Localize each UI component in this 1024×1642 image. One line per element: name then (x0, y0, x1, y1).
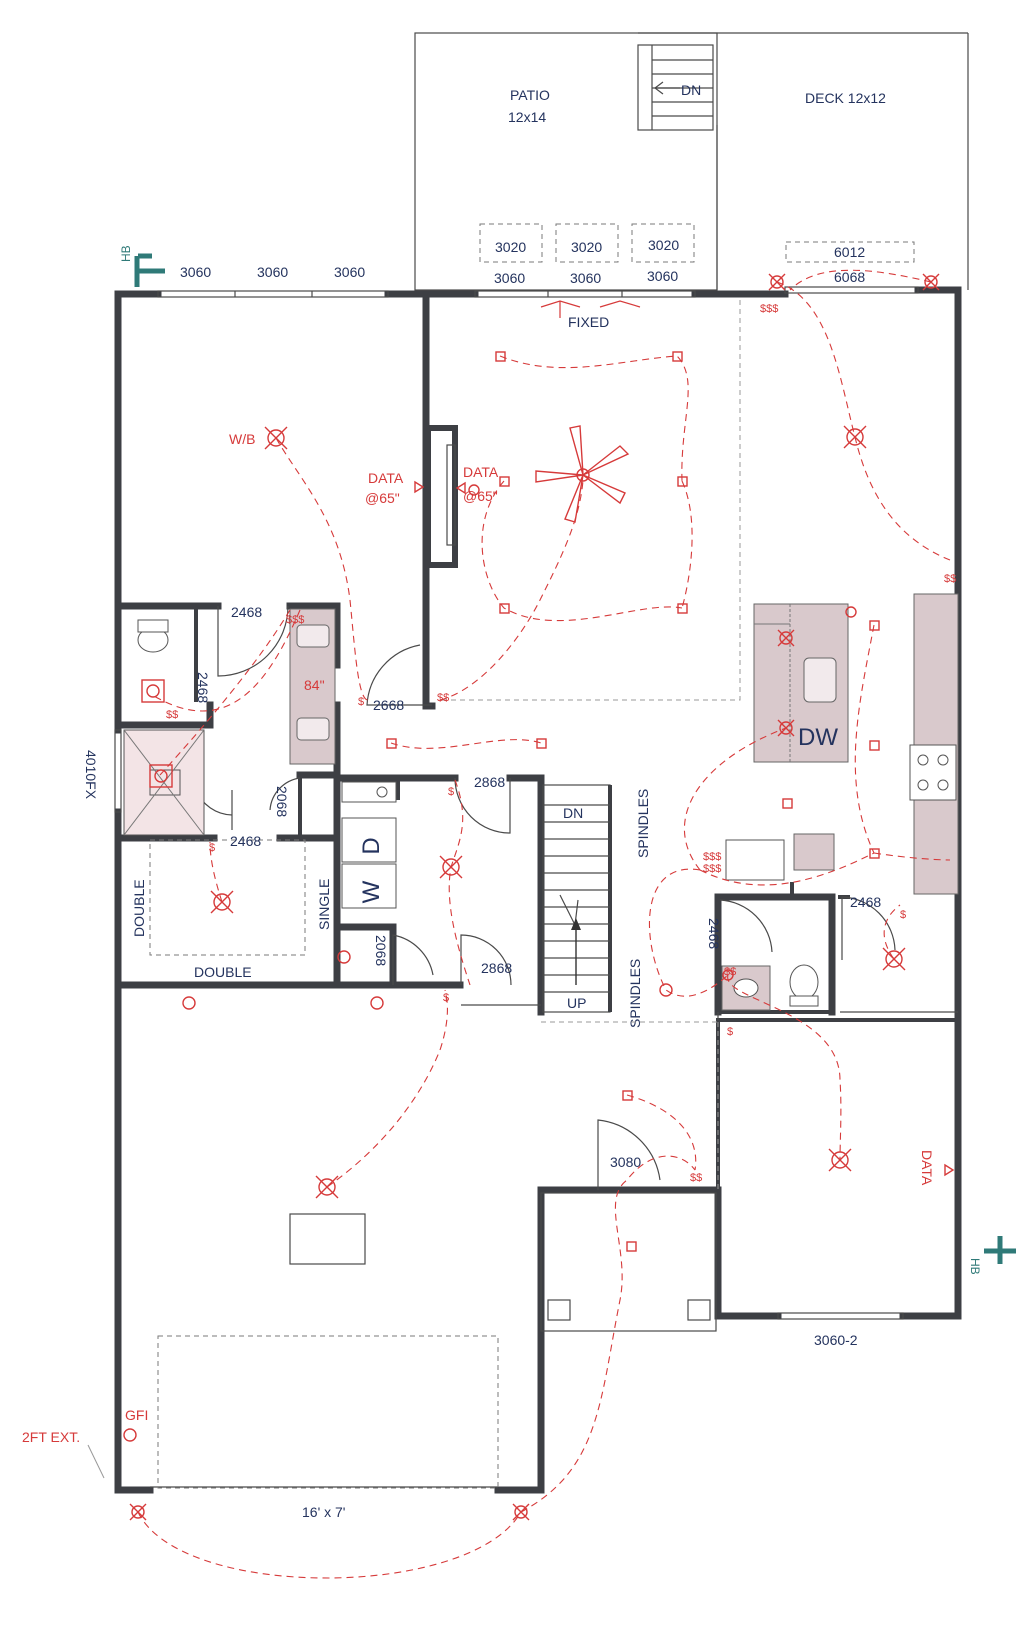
svg-text:HB: HB (968, 1258, 982, 1275)
window-3060-f: 3060 (647, 268, 678, 284)
wiring (137, 269, 951, 1579)
svg-text:$$$: $$$ (286, 614, 304, 626)
window-3060-b: 3060 (257, 264, 288, 280)
door-2468-d: 2468 (850, 894, 881, 910)
window-3060-c: 3060 (334, 264, 365, 280)
door-2468-a: 2468 (231, 604, 262, 620)
door-3080: 3080 (610, 1154, 641, 1170)
laundry-fixtures: D W (341, 781, 397, 909)
washer-label: W (358, 880, 385, 903)
ceiling-fan (535, 425, 630, 523)
double-closet-side: DOUBLE (131, 879, 147, 937)
ext-label: 2FT EXT. (22, 1429, 80, 1445)
svg-text:$$: $$ (690, 1172, 702, 1184)
wb-label: W/B (229, 431, 255, 447)
hose-bib-nw: HB (119, 245, 165, 287)
electrical-labels: W/B DATA @65" DATA @65" DATA GFI 2FT EXT… (22, 431, 955, 1479)
svg-text:$$$: $$$ (703, 863, 721, 875)
door-2468-b: 2468 (195, 672, 211, 703)
patio-label: PATIO (510, 87, 550, 103)
door-2468-c: 2468 (230, 833, 261, 849)
data-bedroom-label: DATA (919, 1150, 935, 1186)
exterior-walls (114, 286, 962, 1494)
svg-text:$: $ (727, 1026, 733, 1038)
door-swings (195, 605, 896, 1190)
data-right-label: DATA (463, 464, 499, 480)
svg-text:$: $ (209, 842, 215, 854)
svg-text:$$$: $$$ (703, 851, 721, 863)
primary-bath-fixtures: 84" (123, 608, 336, 836)
single-closet: SINGLE (316, 879, 332, 930)
door-2068-a: 2068 (274, 786, 290, 817)
dryer-label: D (358, 837, 385, 854)
stairs: DN UP SPINDLES SPINDLES (542, 784, 651, 1028)
spindles-upper: SPINDLES (635, 789, 651, 858)
door-2868-a: 2868 (474, 774, 505, 790)
data-left-label: DATA (368, 470, 404, 486)
data-right-height: @65" (463, 488, 498, 504)
data-left-height: @65" (365, 490, 400, 506)
stair-dn-label: DN (563, 805, 583, 821)
svg-text:$$: $$ (944, 573, 956, 585)
gfi-label: GFI (125, 1407, 148, 1423)
half-bath-fixtures (721, 964, 819, 1011)
room-boundaries (440, 300, 741, 1190)
fixed-label: FIXED (568, 314, 609, 330)
deck-label: DECK 12x12 (805, 90, 886, 106)
window-6012: 6012 (834, 244, 865, 260)
window-3060-a: 3060 (180, 264, 211, 280)
svg-text:$: $ (443, 992, 449, 1004)
door-2468-e: 2468 (706, 918, 722, 949)
mirror-height: 84" (304, 677, 325, 693)
closet-labels: DOUBLE DOUBLE SINGLE (131, 879, 332, 980)
svg-text:$: $ (900, 909, 906, 921)
spindles-lower: SPINDLES (627, 959, 643, 1028)
stair-down-label: DN (681, 82, 701, 98)
svg-text:$: $ (448, 786, 454, 798)
stair-up-label: UP (567, 995, 586, 1011)
door-2068-b: 2068 (373, 935, 389, 966)
svg-text:$$: $$ (724, 966, 736, 978)
kitchen-fixtures: DW (725, 593, 959, 895)
garage-door-size: 16' x 7' (302, 1504, 345, 1520)
patio-size-label: 12x14 (508, 109, 546, 125)
window-3060-d: 3060 (494, 270, 525, 286)
window-3020-b: 3020 (571, 239, 602, 255)
interior-walls (114, 290, 960, 1194)
closets (149, 839, 306, 956)
patio-deck: DN PATIO 12x14 DECK 12x12 3020 3020 3020… (414, 32, 969, 291)
door-2668: 2668 (373, 697, 404, 713)
window-3060-e: 3060 (570, 270, 601, 286)
double-closet-bottom: DOUBLE (194, 964, 252, 980)
window-3020-c: 3020 (648, 237, 679, 253)
svg-text:$$: $$ (437, 692, 449, 704)
svg-text:$: $ (358, 696, 364, 708)
window-3060-2: 3060-2 (814, 1332, 858, 1348)
door-2868-b: 2868 (481, 960, 512, 976)
door-6068: 6068 (834, 269, 865, 285)
svg-text:HB: HB (119, 245, 133, 262)
svg-text:$$$: $$$ (760, 303, 778, 315)
dishwasher-label: DW (798, 724, 838, 751)
dimension-labels: 3060 3060 3060 3060 3060 3060 6068 FIXED… (83, 264, 881, 1520)
garage (157, 1012, 719, 1489)
svg-text:$$: $$ (166, 709, 178, 721)
window-3020-a: 3020 (495, 239, 526, 255)
window-4010fx: 4010FX (83, 750, 99, 800)
hose-bib-e: HB (968, 1236, 1016, 1275)
switches: $$$ $$ $ $$ $ $ $ $$$ $$ $$$ $$$ $ $$ $ … (166, 303, 956, 1184)
